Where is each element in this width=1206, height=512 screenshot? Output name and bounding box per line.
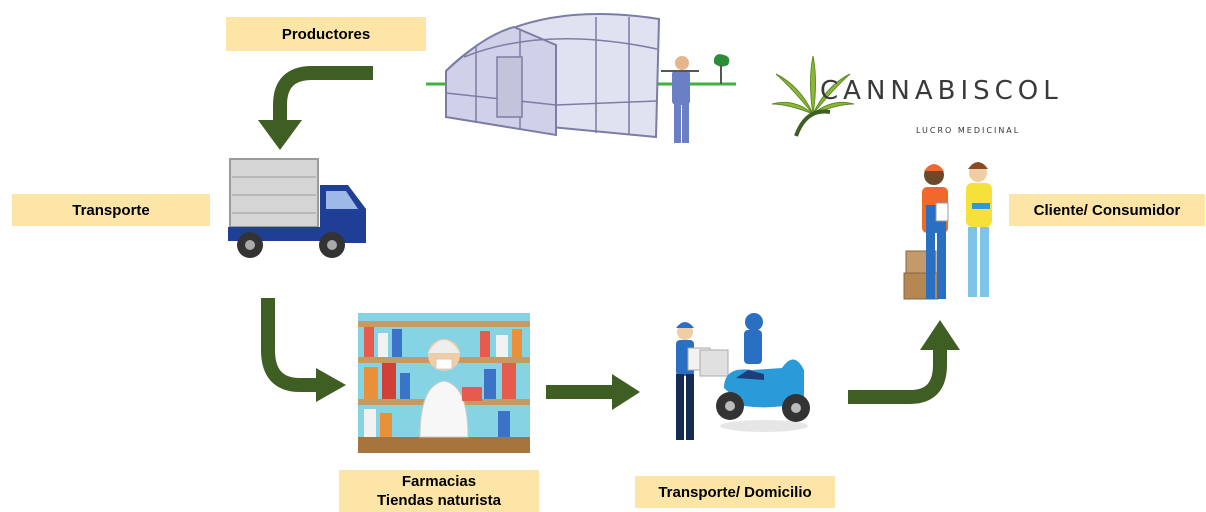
producers-label: Productores <box>226 17 426 51</box>
pharmacies-label-line1: Farmacias <box>401 473 477 490</box>
pharmacist-icon <box>358 313 530 453</box>
pharmacies-label: Farmacias Tiendas naturista <box>339 470 539 512</box>
delivery-scooter-icon <box>676 313 810 440</box>
brand-wordmark: CANNABISCOL <box>820 76 1063 106</box>
arrowhead-down <box>258 120 302 150</box>
cannabis-leaf-icon <box>771 55 855 137</box>
home-delivery-label: Transporte/ Domicilio <box>635 476 835 508</box>
arrowhead-up <box>920 320 960 350</box>
customer-couple-icon <box>903 162 992 300</box>
arrowhead-right-1 <box>316 368 346 402</box>
arrow-transport-to-pharmacy <box>261 298 318 392</box>
transport-label: Transporte <box>12 194 210 226</box>
arrow-producers-to-transport <box>273 66 373 122</box>
delivery-truck-icon <box>228 158 366 258</box>
brand-tagline: LUCRO MEDICINAL <box>916 126 1021 135</box>
customer-label: Cliente/ Consumidor <box>1009 194 1205 226</box>
arrow-delivery-to-customer <box>848 348 947 404</box>
greenhouse-farmer-icon <box>426 13 736 143</box>
pharmacies-label-line2: Tiendas naturista <box>377 492 501 509</box>
arrowhead-right-2 <box>612 374 640 410</box>
